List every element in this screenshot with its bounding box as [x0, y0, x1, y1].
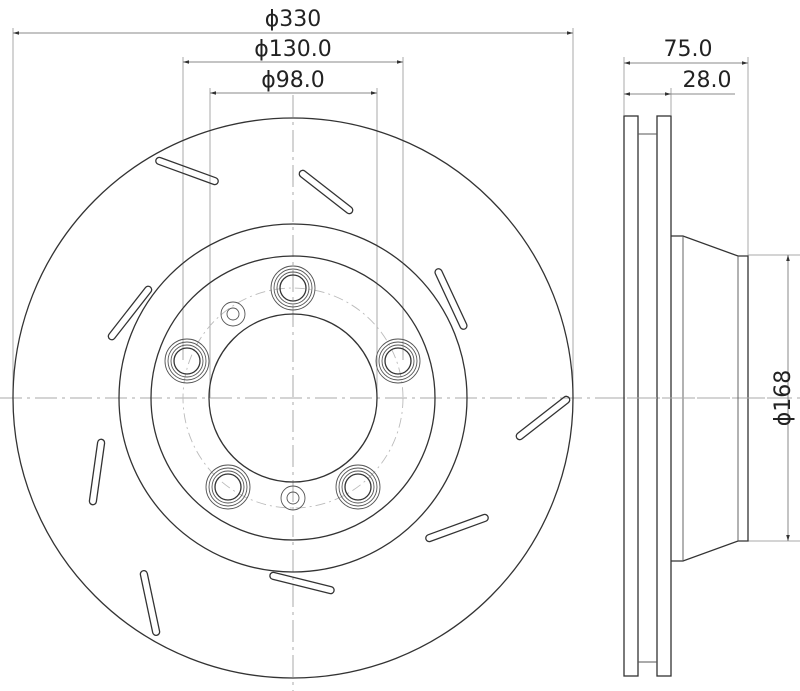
slot	[515, 395, 571, 441]
label-total-height: 75.0	[664, 37, 713, 62]
lug-hole	[270, 265, 316, 311]
lug-holes	[164, 265, 421, 510]
slot	[88, 438, 106, 506]
slot	[425, 513, 489, 543]
outer-friction-plate	[623, 115, 639, 677]
lug-hole	[335, 464, 381, 510]
slot	[107, 285, 153, 341]
hat-outer-edge	[150, 255, 436, 541]
slot	[298, 169, 354, 215]
side-view: 75.0 28.0 ϕ168	[600, 37, 800, 677]
locator-hole	[280, 485, 306, 511]
label-outer-diameter: ϕ330	[265, 7, 322, 32]
front-view: ϕ330 ϕ130.0 ϕ98.0	[0, 7, 800, 691]
slot	[434, 268, 468, 330]
label-disc-thickness: 28.0	[683, 68, 732, 93]
bolt-circle	[182, 287, 404, 509]
slots	[88, 156, 571, 637]
inner-friction-plate	[656, 115, 672, 677]
friction-ring-inner-edge	[118, 223, 468, 573]
lug-hole	[205, 464, 251, 510]
label-center-bore: ϕ98.0	[261, 68, 325, 93]
slot	[139, 569, 161, 637]
locator-hole	[220, 301, 246, 327]
slot	[269, 571, 335, 595]
slot	[155, 156, 219, 186]
label-bolt-circle: ϕ130.0	[254, 37, 332, 62]
lug-hole	[375, 338, 421, 384]
label-hat-diameter: ϕ168	[771, 370, 796, 427]
lug-hole	[164, 338, 210, 384]
disc-outer-edge	[12, 117, 574, 679]
center-bore	[208, 313, 378, 483]
